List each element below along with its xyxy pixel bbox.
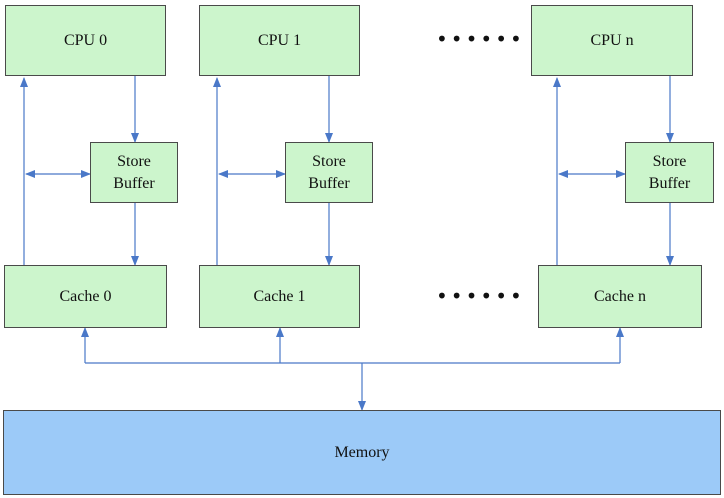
cache-n-label: Cache n bbox=[594, 287, 646, 305]
memory-box: Memory bbox=[3, 410, 721, 495]
cpu-1-label: CPU 1 bbox=[257, 31, 302, 49]
store-buffer-1-label: Store Buffer bbox=[308, 151, 349, 195]
cpu-n-box: CPU n bbox=[531, 5, 693, 76]
cpu-n-label: CPU n bbox=[590, 31, 634, 49]
cache-0-box: Cache 0 bbox=[4, 265, 167, 328]
store-buffer-0-box: Store Buffer bbox=[90, 142, 178, 203]
cpu-1-box: CPU 1 bbox=[199, 5, 360, 76]
cpu-0-label: CPU 0 bbox=[63, 31, 108, 49]
store-buffer-n-line1: Store bbox=[652, 152, 687, 170]
cpu-0-box: CPU 0 bbox=[5, 5, 166, 76]
ellipsis-top: •••••• bbox=[436, 27, 525, 51]
cache-1-box: Cache 1 bbox=[199, 265, 360, 328]
store-buffer-n-box: Store Buffer bbox=[625, 142, 714, 203]
store-buffer-0-label: Store Buffer bbox=[113, 151, 154, 195]
store-buffer-1-line2: Buffer bbox=[308, 174, 350, 192]
memory-label: Memory bbox=[334, 443, 390, 461]
cache-n-box: Cache n bbox=[538, 265, 702, 328]
cache-0-label: Cache 0 bbox=[59, 287, 112, 305]
ellipsis-bottom: •••••• bbox=[436, 284, 525, 308]
store-buffer-1-line1: Store bbox=[312, 152, 346, 170]
store-buffer-n-label: Store Buffer bbox=[649, 151, 690, 195]
store-buffer-0-line1: Store bbox=[117, 152, 151, 170]
store-buffer-1-box: Store Buffer bbox=[285, 142, 373, 203]
cache-1-label: Cache 1 bbox=[253, 287, 306, 305]
store-buffer-n-line2: Buffer bbox=[648, 174, 691, 192]
store-buffer-0-line2: Buffer bbox=[113, 174, 155, 192]
